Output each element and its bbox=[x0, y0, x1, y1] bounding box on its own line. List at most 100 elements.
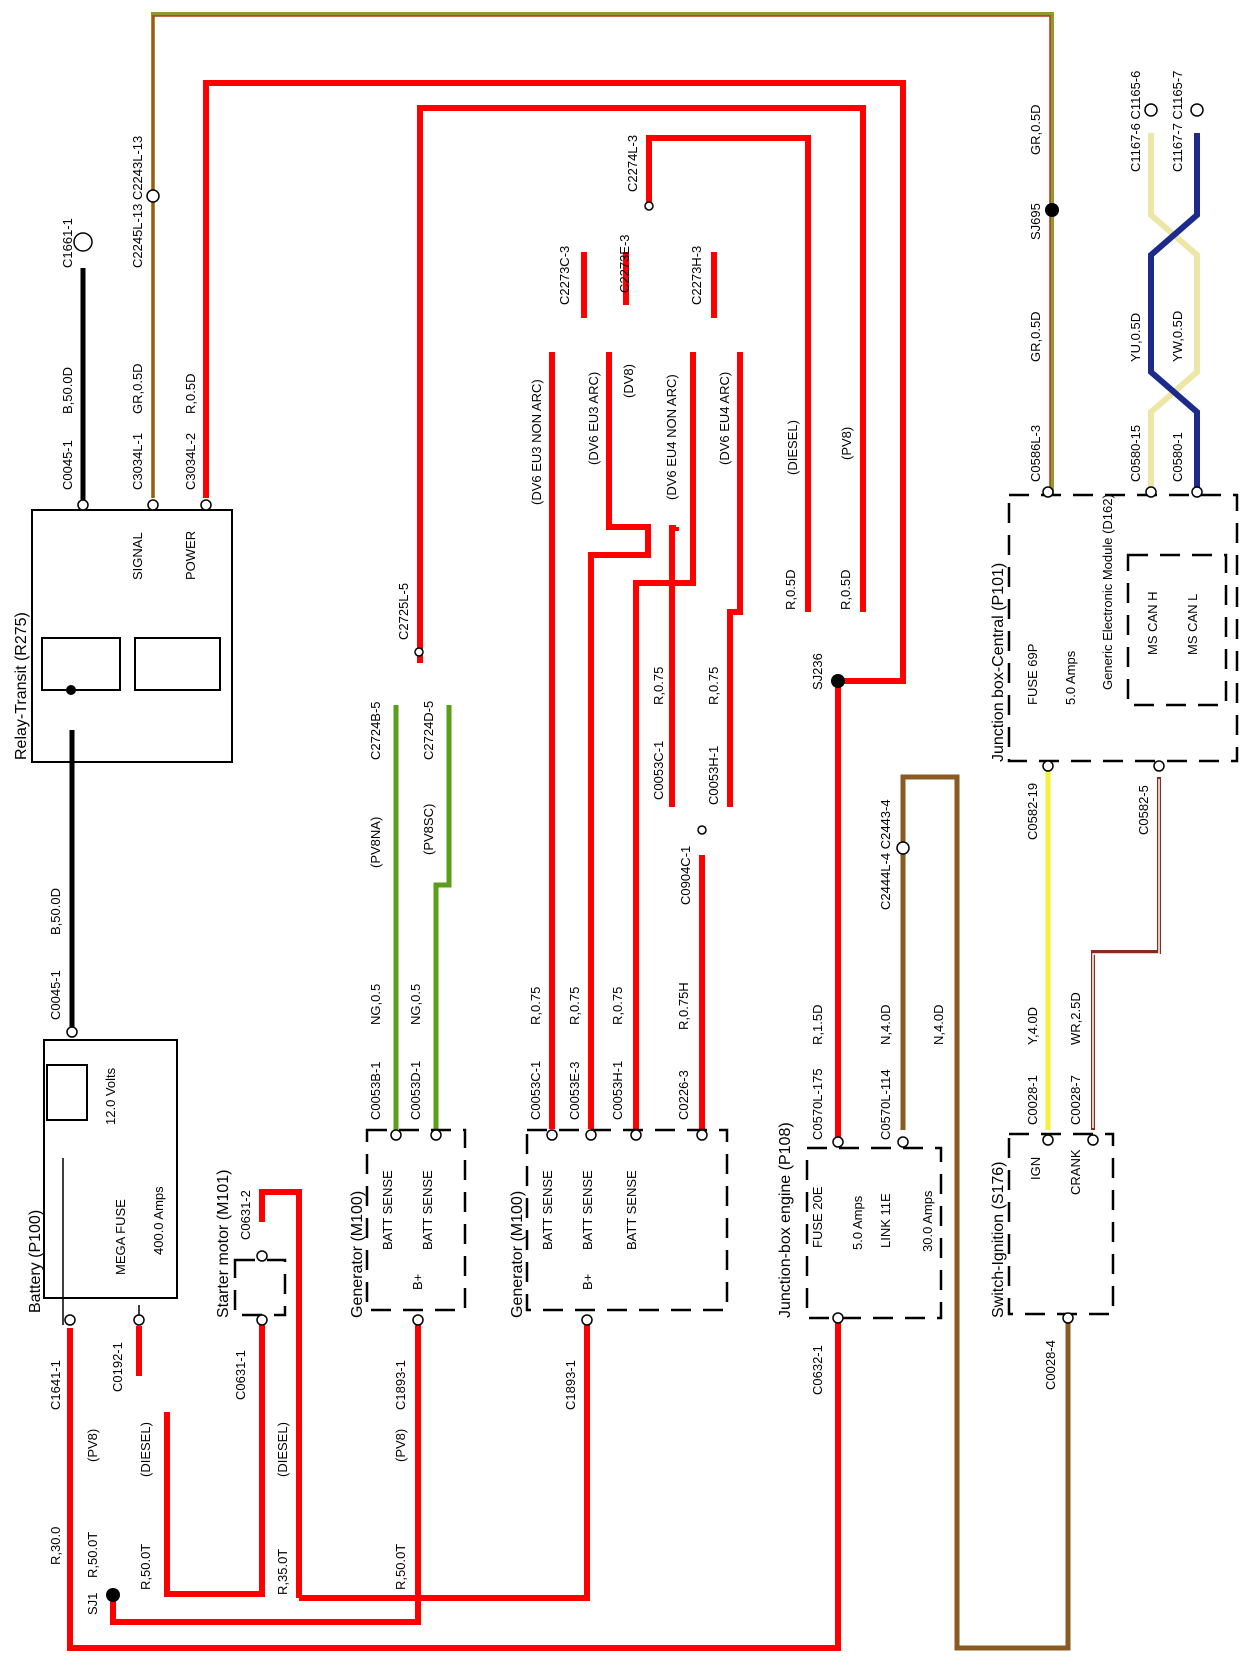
battery-box bbox=[43, 1039, 178, 1299]
jbc-module-label: Generic Electronic Module (D162) bbox=[1100, 494, 1115, 690]
gen-b-pin3: BATT SENSE bbox=[624, 1170, 639, 1250]
c3034-2-label: C3034L-2 bbox=[183, 433, 198, 490]
battery-fuse-rating: 400.0 Amps bbox=[151, 1186, 166, 1255]
splice-sj1 bbox=[106, 1588, 120, 1602]
battery-voltage-label: 12.0 Volts bbox=[103, 1067, 118, 1125]
c0028-7-label: C0028-7 bbox=[1068, 1075, 1083, 1125]
wire-dv6eu4non bbox=[633, 352, 696, 1129]
wire-n40d-a-label: N,4.0D bbox=[878, 1005, 893, 1045]
jbc-can-l: MS CAN L bbox=[1185, 594, 1200, 655]
sw-box bbox=[1007, 1132, 1115, 1316]
wire-ng05-a-label: NG,0.5 bbox=[368, 984, 383, 1025]
c0053c-label: C0053C-1 bbox=[528, 1061, 543, 1120]
c0582-19-label: C0582-19 bbox=[1025, 783, 1040, 840]
wire-y40d-label: Y,4.0D bbox=[1025, 1007, 1040, 1045]
c2724b-label: C2724B-5 bbox=[368, 701, 383, 760]
c0580-15-label: C0580-15 bbox=[1128, 425, 1143, 482]
c1893-a-label: C1893-1 bbox=[393, 1360, 408, 1410]
wire-n40d-b-label: N,4.0D bbox=[931, 1005, 946, 1045]
jbc-can-h: MS CAN H bbox=[1145, 591, 1160, 655]
c0631-2-label: C0631-2 bbox=[238, 1190, 253, 1240]
sw-title: Switch-Ignition (S176) bbox=[990, 1161, 1007, 1318]
relay-box bbox=[31, 509, 233, 763]
c0045-top-label: C0045-1 bbox=[60, 440, 75, 490]
wire-r075-c-label: R,0.75 bbox=[610, 987, 625, 1025]
variant-dv8: (DV8) bbox=[621, 364, 636, 398]
gen-b-pin2: BATT SENSE bbox=[580, 1170, 595, 1250]
wire-r50t-b bbox=[164, 1325, 265, 1597]
wire-r05-top-label: R,0.5D bbox=[183, 374, 198, 414]
c0570-114-label: C0570L-114 bbox=[878, 1069, 893, 1140]
variant-dv6eu3: (DV6 EU3 ARC) bbox=[586, 372, 601, 465]
starter-box bbox=[233, 1258, 287, 1317]
variant-diesel-starter: (DIESEL) bbox=[275, 1422, 290, 1477]
wire-yu-twist bbox=[1148, 133, 1200, 495]
wire-wr25d-label: WR,2.5D bbox=[1068, 992, 1083, 1045]
sj236-label: SJ236 bbox=[810, 653, 825, 690]
jbe-fuse-name: FUSE 20E bbox=[810, 1186, 825, 1248]
c0192-label: C0192-1 bbox=[110, 1342, 125, 1392]
jbe-box bbox=[805, 1146, 943, 1320]
wire-r35t bbox=[299, 1325, 590, 1601]
c2274-label: C2274L-3 bbox=[625, 135, 640, 192]
gen-b-box bbox=[525, 1128, 729, 1312]
wire-starter-loop bbox=[259, 1189, 302, 1598]
c1167-7-label: C1167-7 C1165-7 bbox=[1170, 71, 1185, 172]
wire-r05d-b-label: R,0.5D bbox=[838, 570, 853, 610]
wire-dv6eu4b bbox=[727, 352, 743, 807]
wire-yu05-label: YU,0.5D bbox=[1128, 313, 1143, 362]
starter-title: Starter motor (M101) bbox=[215, 1170, 232, 1318]
c0053d-label: C0053D-1 bbox=[408, 1061, 423, 1120]
splice-sj236 bbox=[831, 674, 845, 688]
wire-gr05-top-label: GR,0.5D bbox=[130, 363, 145, 414]
gen-a-box bbox=[365, 1128, 467, 1312]
wire-r15d-label: R,1.5D bbox=[810, 1005, 825, 1045]
wire-r075h-label: R,0.75H bbox=[676, 982, 691, 1030]
variant-diesel-bat: (DIESEL) bbox=[138, 1422, 153, 1477]
c2245-label: C2245L-13 C2243L-13 bbox=[130, 136, 145, 268]
battery-title: Battery (P100) bbox=[27, 1210, 44, 1313]
wire-r15d bbox=[203, 80, 906, 1137]
relay-title: Relay-Transit (R275) bbox=[13, 612, 30, 760]
jbc-box bbox=[1007, 493, 1239, 763]
c2273e-label: C2273E-3 bbox=[617, 234, 632, 293]
relay-signal-label: SIGNAL bbox=[130, 532, 145, 580]
wire-r30 bbox=[67, 1322, 841, 1651]
c3034-1-label: C3034L-1 bbox=[130, 433, 145, 490]
variant-pv8na: (PV8NA) bbox=[368, 817, 383, 868]
c1641-label: C1641-1 bbox=[48, 1360, 63, 1410]
variant-pv8sc: (PV8SC) bbox=[421, 804, 436, 855]
wire-diesel-red bbox=[646, 135, 811, 612]
gen-b-title: Generator (M100) bbox=[509, 1191, 526, 1318]
c2444-label: C2444L-4 C2443-4 bbox=[878, 799, 893, 910]
gen-a-pin2: BATT SENSE bbox=[420, 1170, 435, 1250]
module-box bbox=[1126, 553, 1228, 707]
sw-crank-label: CRANK bbox=[1068, 1149, 1083, 1195]
c2273h-label: C2273H-3 bbox=[689, 246, 704, 305]
jbe-link-name: LINK 11E bbox=[878, 1193, 893, 1248]
wire-yw05-label: YW,0.5D bbox=[1170, 311, 1185, 362]
wire-pv8-red bbox=[417, 105, 866, 663]
jbc-fuse-name: FUSE 69P bbox=[1025, 644, 1040, 705]
c0053e-label: C0053E-3 bbox=[567, 1061, 582, 1120]
wire-n40d bbox=[900, 774, 1071, 1651]
jbe-link-rating: 30.0 Amps bbox=[920, 1190, 935, 1252]
wire-r35t-label: R,35.0T bbox=[275, 1549, 290, 1595]
wire-gr05 bbox=[151, 12, 1054, 498]
variant-dv6eu4: (DV6 EU4 ARC) bbox=[717, 372, 732, 465]
wire-r50t-a-label: R,50.0T bbox=[85, 1532, 100, 1578]
c0904c-label: C0904C-1 bbox=[678, 846, 693, 905]
c1893-b-label: C1893-1 bbox=[563, 1360, 578, 1410]
gen-a-title: Generator (M100) bbox=[349, 1191, 366, 1318]
wire-r50t-c-label: R,50.0T bbox=[393, 1544, 408, 1590]
c1661-label: C1661-1 bbox=[60, 218, 75, 268]
c0028-1-label: C0028-1 bbox=[1025, 1075, 1040, 1125]
wire-r30-label: R,30.0 bbox=[48, 1527, 63, 1565]
variant-pv8-sj: (PV8) bbox=[839, 427, 854, 460]
c2725-label: C2725L-5 bbox=[396, 583, 411, 640]
wire-r50t-a bbox=[110, 1324, 421, 1625]
wire-yw-twist bbox=[1148, 133, 1200, 495]
wire-b50-mid-label: B,50.0D bbox=[48, 888, 63, 935]
c0053h-top-label: C0053H-1 bbox=[706, 746, 721, 805]
